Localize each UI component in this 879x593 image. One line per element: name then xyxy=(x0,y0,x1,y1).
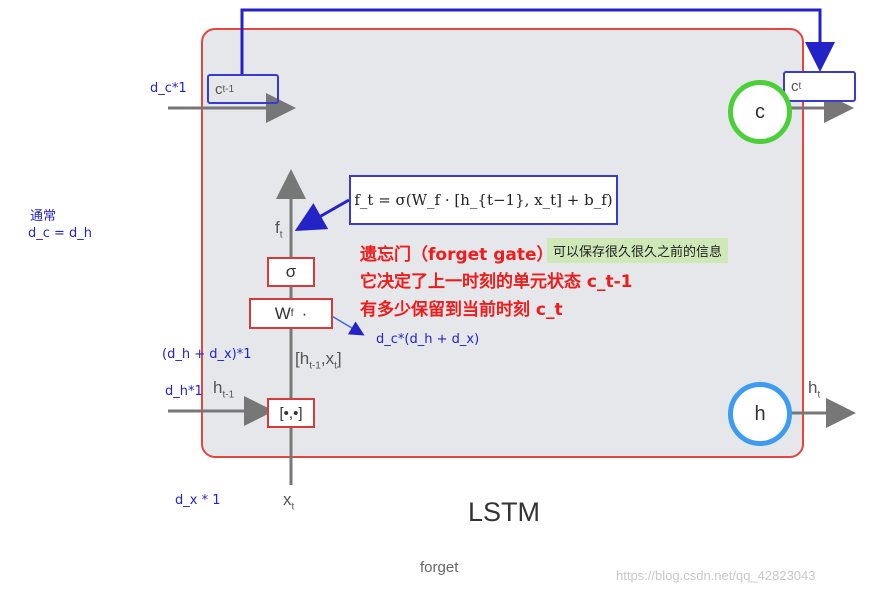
usually-label: 通常 xyxy=(30,209,57,224)
h-out-sub: t xyxy=(817,389,821,401)
c-circle: c xyxy=(728,80,792,144)
ht1-main: h xyxy=(213,378,223,397)
formula-text: f_t = σ(W_f · [h_{t−1}, x_t] + b_f) xyxy=(354,191,613,209)
ht1-label: ht-1 xyxy=(213,378,234,400)
concat-sub2: t xyxy=(334,360,337,372)
wf-sub: f xyxy=(290,308,294,319)
concat-box: [•,•] xyxy=(267,398,315,428)
h-out-label: ht xyxy=(808,378,820,400)
annotation-line1: 遗忘门（forget gate） xyxy=(360,245,554,265)
c-prev-sub: t-1 xyxy=(222,83,235,95)
annotation-line3: 有多少保留到当前时刻 c_t xyxy=(360,300,563,320)
sigma-box: σ xyxy=(267,257,315,287)
concat-sub1: t-1 xyxy=(309,360,321,372)
xt-label: xt xyxy=(283,490,294,512)
dc1-label: d_c*1 xyxy=(150,81,187,96)
h-circle: h xyxy=(728,382,792,446)
watermark: https://blog.csdn.net/qq_42823043 xyxy=(616,568,816,583)
wf-pointer xyxy=(329,314,365,336)
lstm-title: LSTM xyxy=(468,497,541,527)
ft-label: ft xyxy=(275,218,283,240)
ht1-sub: t-1 xyxy=(222,389,235,401)
ft-main: f xyxy=(275,218,280,237)
xt-main: x xyxy=(283,490,292,509)
annotation-note: 可以保存很久很久之前的信息 xyxy=(547,238,729,263)
forget-gate-formula: f_t = σ(W_f · [h_{t−1}, x_t] + b_f) xyxy=(349,175,618,225)
dhdx-label: (d_h + d_x)*1 xyxy=(162,347,252,362)
concat-c: ] xyxy=(336,349,342,368)
dh1-label: d_h*1 xyxy=(165,384,203,399)
concat-label: [ht-1,xt] xyxy=(295,349,342,371)
wf-dot: · xyxy=(301,303,308,323)
wf-main: W xyxy=(274,303,291,323)
concat-b: ,x xyxy=(320,349,335,368)
caption: forget xyxy=(420,559,459,576)
dx1-label: d_x * 1 xyxy=(175,493,221,508)
h-out-main: h xyxy=(808,378,818,397)
xt-sub: t xyxy=(291,501,295,513)
c-prev-main: c xyxy=(215,80,223,98)
annotation-line2: 它决定了上一时刻的单元状态 c_t-1 xyxy=(360,272,633,292)
wf-dim-label: d_c*(d_h + d_x) xyxy=(376,332,480,347)
cell-state-loop xyxy=(240,8,835,75)
c-next-sub: t xyxy=(798,81,802,92)
dc-eq-dh-label: d_c = d_h xyxy=(28,226,93,241)
ft-sub: t xyxy=(279,229,283,241)
c-next-main: c xyxy=(791,78,799,95)
concat-a: [h xyxy=(295,349,310,368)
formula-pointer xyxy=(294,198,350,231)
